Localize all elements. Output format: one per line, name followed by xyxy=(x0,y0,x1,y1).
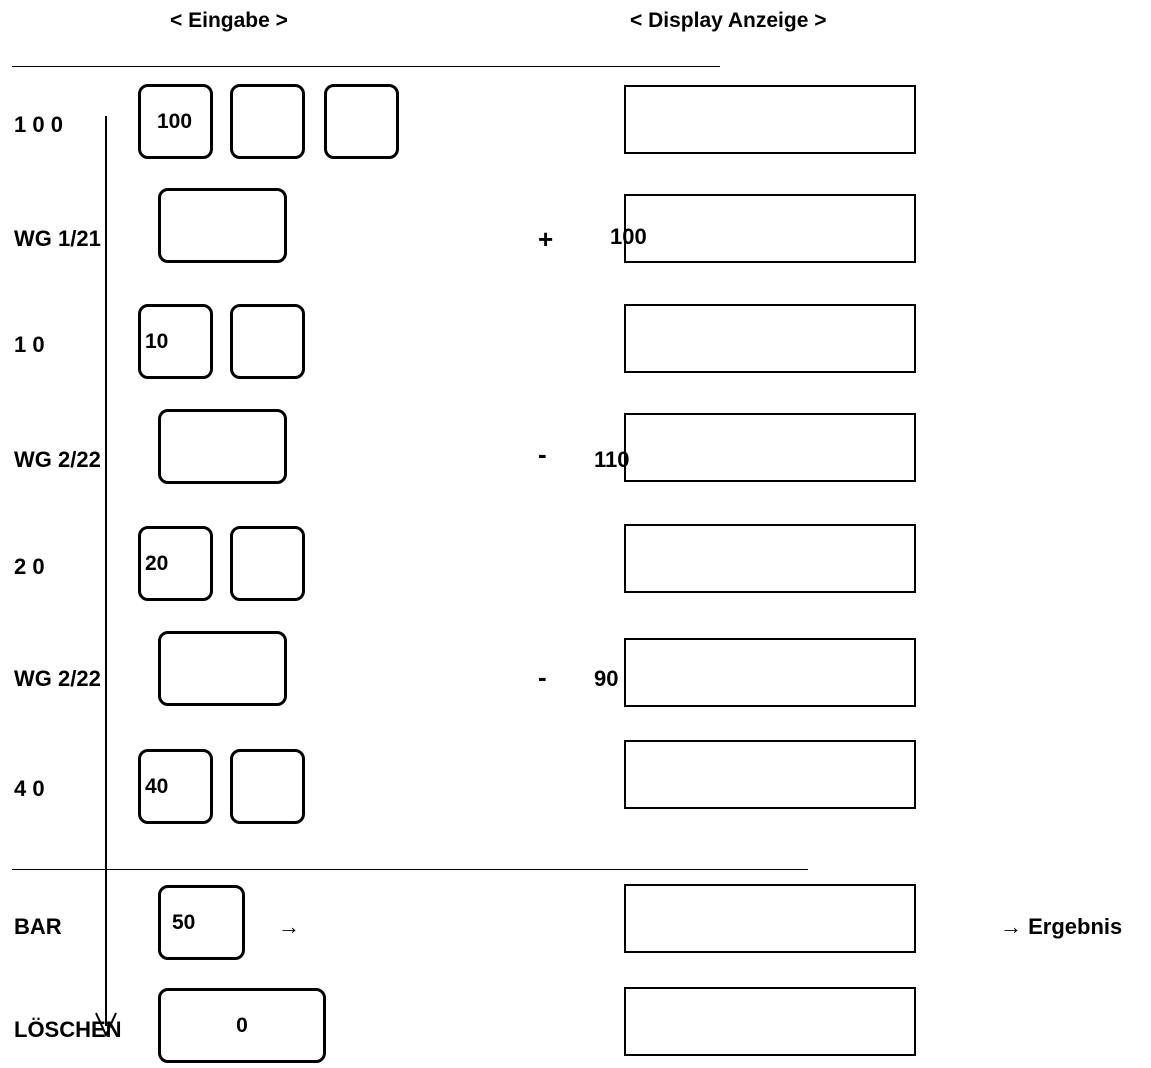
display-box-result xyxy=(624,884,916,953)
display-value-90: 90 xyxy=(594,666,619,691)
display-value-110: 110 xyxy=(594,447,630,472)
operator-minus-second: - xyxy=(538,662,547,692)
key-1-0-0-first[interactable]: 100 xyxy=(138,84,213,159)
lower-divider xyxy=(12,869,808,870)
row-label-wg-1-21: WG 1/21 xyxy=(14,226,101,251)
key-4-0-first[interactable]: 40 xyxy=(138,749,213,824)
display-header: < Display Anzeige > xyxy=(630,9,827,32)
key-2-0-first[interactable]: 20 xyxy=(138,526,213,601)
result-label: → Ergebnis xyxy=(1000,914,1123,939)
flow-arrow-line xyxy=(105,116,107,1026)
display-box-2 xyxy=(624,194,916,263)
display-box-3 xyxy=(624,304,916,373)
operator-minus-first: - xyxy=(538,439,547,469)
display-box-7 xyxy=(624,740,916,809)
clear-label: LÖSCHEN xyxy=(14,1017,122,1042)
key-1-0-second[interactable] xyxy=(230,304,305,379)
key-wg-2-22-second[interactable] xyxy=(158,631,287,706)
bar-arrow: → xyxy=(278,914,300,939)
clear-key[interactable]: 0 xyxy=(158,988,326,1063)
display-box-6 xyxy=(624,638,916,707)
row-label-100: 1 0 0 xyxy=(14,112,63,137)
row-label-40: 4 0 xyxy=(14,776,45,801)
row-label-wg-2-22-second: WG 2/22 xyxy=(14,666,101,691)
row-label-10: 1 0 xyxy=(14,332,45,357)
key-4-0-second[interactable] xyxy=(230,749,305,824)
flow-arrow-head-icon xyxy=(95,1012,117,1038)
key-wg-2-22-first[interactable] xyxy=(158,409,287,484)
operator-plus: + xyxy=(538,224,554,254)
key-1-0-0-third[interactable] xyxy=(324,84,399,159)
key-1-0-0-second[interactable] xyxy=(230,84,305,159)
row-label-wg-2-22-first: WG 2/22 xyxy=(14,447,101,472)
key-2-0-second[interactable] xyxy=(230,526,305,601)
display-value-100: 100 xyxy=(610,224,647,249)
row-label-20: 2 0 xyxy=(14,554,45,579)
display-box-5 xyxy=(624,524,916,593)
bar-key[interactable]: 50 xyxy=(158,885,245,960)
top-divider xyxy=(12,66,720,67)
bar-label: BAR xyxy=(14,914,62,939)
display-box-clear xyxy=(624,987,916,1056)
display-box-1 xyxy=(624,85,916,154)
display-box-4 xyxy=(624,413,916,482)
key-1-0-first[interactable]: 10 xyxy=(138,304,213,379)
key-wg-1-21[interactable] xyxy=(158,188,287,263)
input-header: < Eingabe > xyxy=(170,9,288,32)
